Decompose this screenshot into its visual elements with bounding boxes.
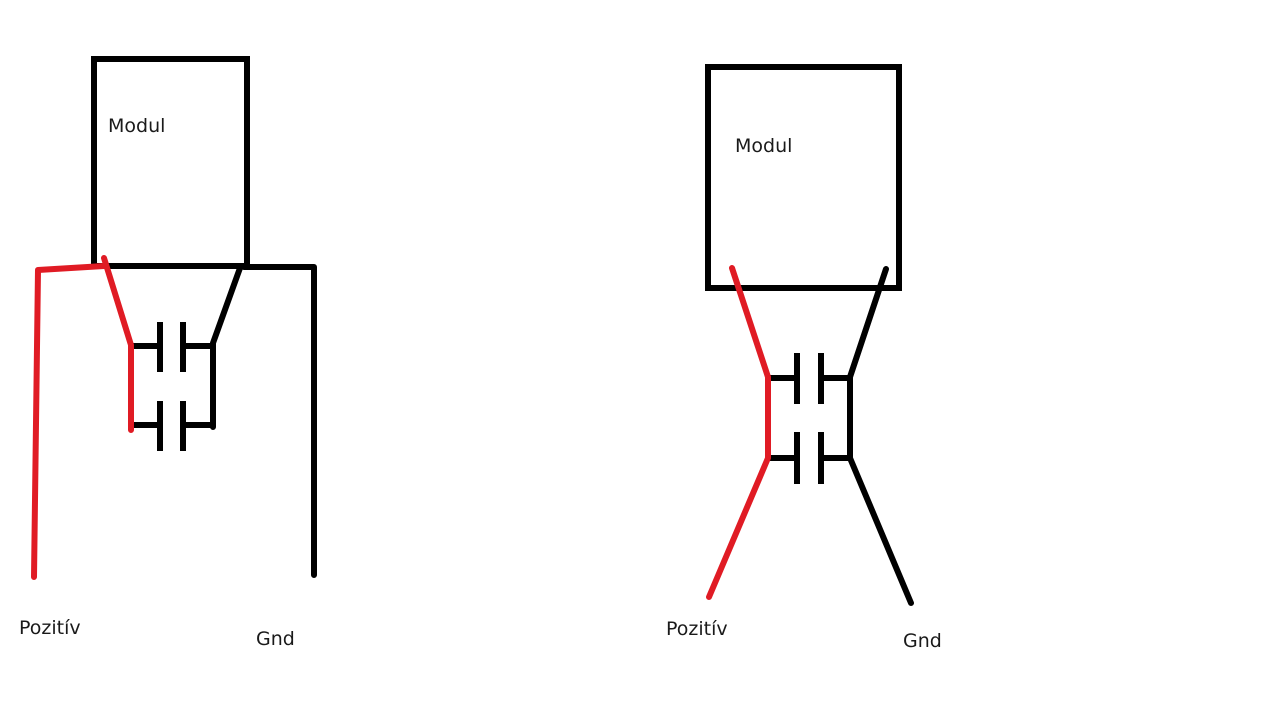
right-positive-label: Pozitív xyxy=(666,618,728,640)
left-ground-wire xyxy=(241,264,317,578)
right-module-label: Modul xyxy=(735,135,792,157)
left-positive-label: Pozitív xyxy=(19,617,81,639)
left-positive-wire xyxy=(31,263,107,580)
left-capacitor-1 xyxy=(132,322,213,372)
left-ground-label: Gnd xyxy=(256,628,295,650)
right-capacitor-1 xyxy=(768,353,850,404)
right-ground-label: Gnd xyxy=(903,630,942,652)
left-cap-black-lead xyxy=(210,265,243,430)
right-capacitor-2 xyxy=(768,432,850,484)
right-circuit: Modul Pozitív Gnd xyxy=(666,64,942,652)
left-module-box xyxy=(91,56,250,269)
left-circuit: Modul Pozitív Gnd xyxy=(19,56,317,650)
left-cap-red-lead xyxy=(101,255,134,433)
right-cap-black-lead xyxy=(847,266,914,606)
left-capacitor-2 xyxy=(132,401,213,451)
right-module-box xyxy=(705,64,902,291)
left-module-label: Modul xyxy=(108,115,165,137)
right-positive-wire xyxy=(706,265,771,600)
